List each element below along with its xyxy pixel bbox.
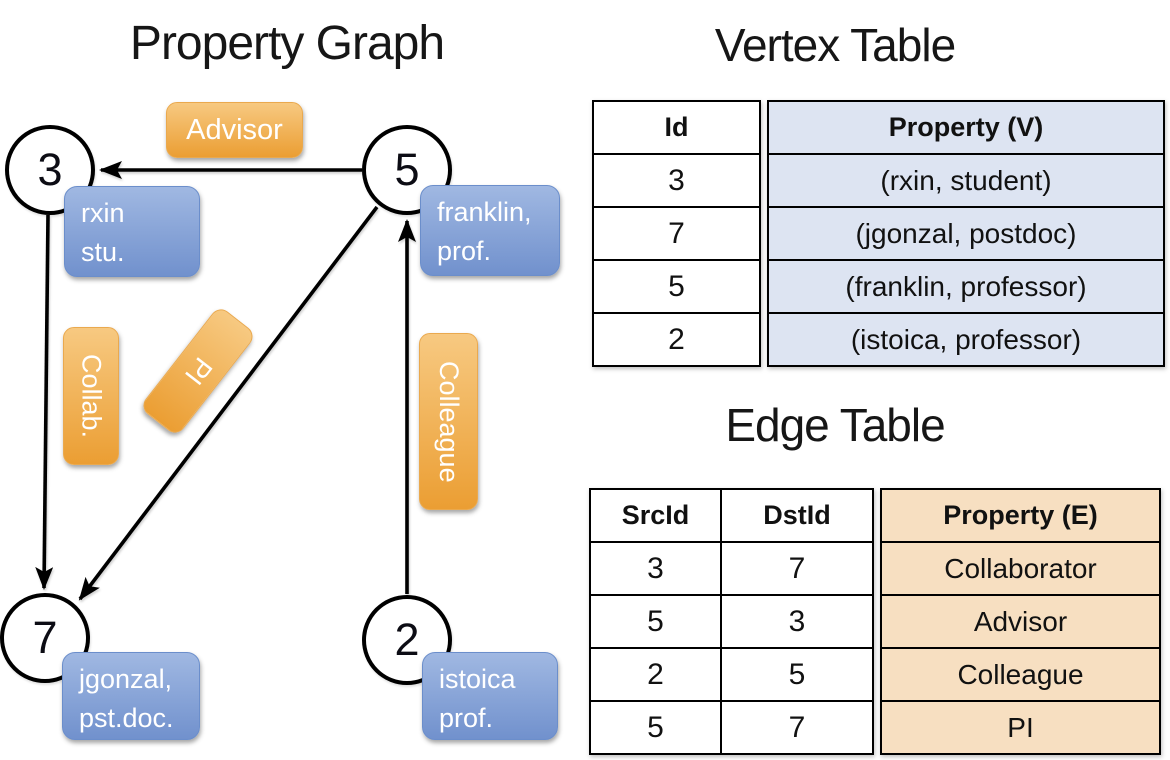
- vertex-table-title: Vertex Table: [714, 19, 956, 71]
- edge-table-cell-srcid: 5: [591, 596, 720, 649]
- vertex-label-jgonzal-line1: jgonzal,: [79, 664, 173, 694]
- edge-table-cell-property: Colleague: [882, 649, 1159, 702]
- edge-table-cell-dstid: 7: [722, 543, 872, 596]
- vertex-label-jgonzal: jgonzal, pst.doc.: [62, 652, 200, 740]
- vertex-node-5: 5: [362, 125, 452, 215]
- vertex-table-cell-property: (jgonzal, postdoc): [769, 208, 1163, 261]
- edge-table-cell-dstid: 7: [788, 710, 806, 744]
- edge-table-id-columns: SrcId 3 5 2 5 DstId 7 3 5 7: [589, 488, 874, 755]
- vertex-table-cell-property: (rxin, student): [769, 155, 1163, 208]
- vertex-table: Id 3 7 5 2 Property (V) (rxin, student) …: [592, 100, 1165, 367]
- vertex-node-5-id: 5: [394, 144, 420, 195]
- edge-5-to-7-arrow: [78, 205, 379, 601]
- edge-table-cell-property: PI: [1007, 711, 1034, 743]
- vertex-label-franklin: franklin, prof.: [420, 185, 560, 276]
- vertex-label-rxin-line2: stu.: [81, 236, 125, 267]
- edge-table-header-property: Property (E): [882, 490, 1159, 543]
- vertex-table-header-property: Property (V): [769, 102, 1163, 155]
- vertex-label-rxin-line1: rxin: [81, 198, 125, 228]
- edge-table-cell-dstid: 5: [722, 649, 872, 702]
- vertex-label-istoica-line2: prof.: [439, 702, 494, 733]
- edge-table: SrcId 3 5 2 5 DstId 7 3 5 7 Property (E)…: [589, 488, 1161, 755]
- edge-label-colleague: Colleague: [419, 333, 478, 510]
- edge-label-advisor: Advisor: [166, 102, 303, 158]
- edge-table-cell-srcid: 3: [591, 543, 720, 596]
- edge-table-title: Edge Table: [725, 399, 945, 451]
- vertex-label-istoica: istoica prof.: [422, 652, 558, 740]
- vertex-node-3-id: 3: [37, 144, 63, 195]
- vertex-node-7-id: 7: [32, 612, 58, 663]
- vertex-label-franklin-line1: franklin,: [437, 197, 532, 227]
- vertex-label-franklin-line2: prof.: [437, 235, 492, 266]
- vertex-table-cell-id: 3: [594, 155, 759, 208]
- edge-table-header-dstid: DstId: [722, 490, 872, 543]
- vertex-table-cell-id: 7: [594, 208, 759, 261]
- vertex-label-rxin: rxin stu.: [64, 186, 200, 277]
- edge-label-collab: Collab.: [63, 327, 119, 465]
- edge-table-cell-dstid: 3: [722, 596, 872, 649]
- edge-table-property-column: Property (E) Collaborator Advisor Collea…: [880, 488, 1161, 755]
- graph-edges-canvas: [35, 161, 416, 601]
- vertex-node-2-id: 2: [394, 614, 420, 665]
- vertex-table-cell-id: 5: [594, 261, 759, 314]
- edge-table-header-srcid: SrcId: [591, 490, 720, 543]
- edge-table-cell-property: Advisor: [882, 596, 1159, 649]
- edge-table-cell-property: Collaborator: [882, 543, 1159, 596]
- vertex-node-2: 2: [362, 595, 452, 685]
- edge-table-cell-srcid: 2: [591, 649, 720, 702]
- vertex-label-jgonzal-line2: pst.doc.: [79, 702, 174, 733]
- edge-table-cell-srcid: 5: [647, 710, 664, 744]
- vertex-table-header-id: Id: [594, 102, 759, 155]
- vertex-table-cell-property: (istoica, professor): [850, 323, 1082, 355]
- property-graph-title: Property Graph: [129, 17, 445, 70]
- vertex-table-cell-id: 2: [668, 322, 685, 356]
- edge-3-to-7-arrow: [35, 214, 54, 590]
- vertex-table-property-column: Property (V) (rxin, student) (jgonzal, p…: [767, 100, 1165, 367]
- vertex-label-istoica-line1: istoica: [439, 664, 516, 694]
- vertex-table-cell-property: (franklin, professor): [769, 261, 1163, 314]
- vertex-table-id-column: Id 3 7 5 2: [592, 100, 761, 367]
